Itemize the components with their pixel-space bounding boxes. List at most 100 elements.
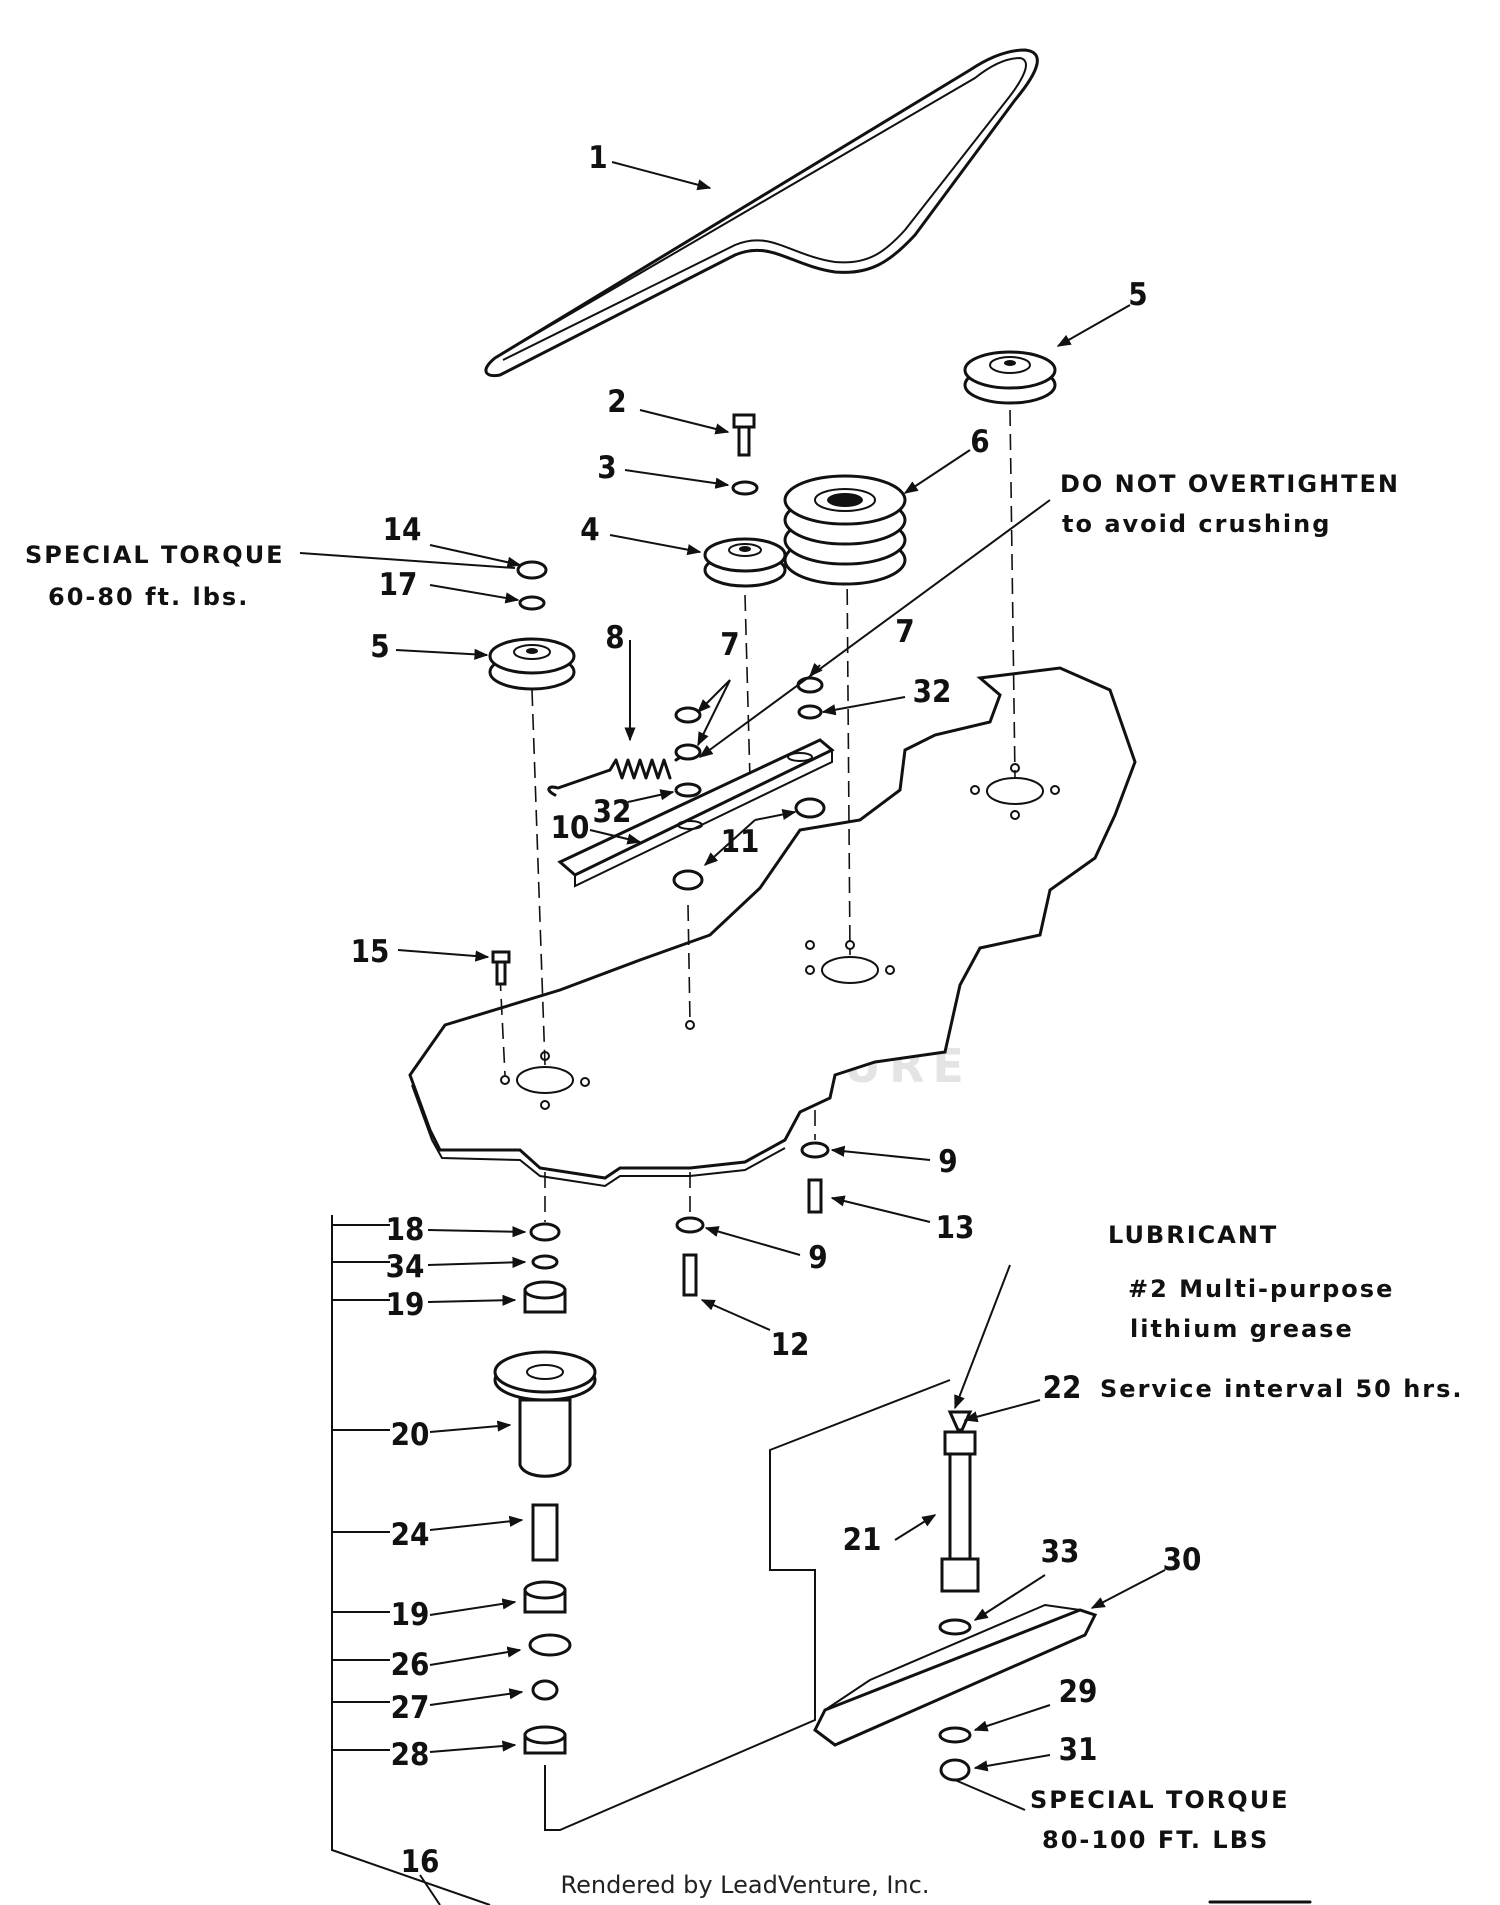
bolt-2	[732, 413, 756, 457]
washer-9-right	[800, 1141, 830, 1159]
deck-hole-bolt	[885, 965, 895, 975]
callout-label: 7	[720, 627, 739, 663]
idler-arm-edge	[574, 750, 833, 888]
callout-label: 16	[401, 1844, 440, 1880]
bracket-16	[331, 1215, 491, 1905]
svg-text:#2 Multi-purpose: #2 Multi-purpose	[1128, 1275, 1394, 1303]
washer-34	[531, 1254, 559, 1270]
callout-label: 17	[379, 567, 418, 603]
idler-arm-slot	[677, 820, 703, 830]
centerline	[846, 564, 851, 956]
seal-28	[523, 1725, 567, 1755]
pulley-left	[488, 637, 576, 691]
callout-label: 13	[936, 1210, 975, 1246]
callout-label: 2	[607, 384, 626, 420]
callout-label: 9	[938, 1144, 957, 1180]
deck-plate-edge	[411, 1084, 786, 1188]
svg-text:LUBRICANT: LUBRICANT	[1108, 1221, 1278, 1249]
note-lubricant: LUBRICANT #2 Multi-purpose lithium greas…	[1100, 1221, 1464, 1403]
washer-17	[518, 595, 546, 611]
nut-7-right	[796, 676, 824, 694]
centerline	[1009, 409, 1016, 779]
deck-hole-small	[805, 940, 815, 950]
nut-7-left	[674, 706, 702, 724]
footer-credit: Rendered by LeadVenture, Inc.	[561, 1871, 930, 1899]
callout-label: 4	[580, 512, 599, 548]
callout-label: 8	[605, 620, 624, 656]
svg-text:SPECIAL TORQUE: SPECIAL TORQUE	[25, 541, 285, 569]
washer-32-right	[797, 704, 823, 720]
callout-label: 9	[808, 1240, 827, 1276]
callout-label: 30	[1163, 1542, 1202, 1578]
bearing-19-top	[523, 1280, 567, 1314]
callout-label: 3	[597, 450, 616, 486]
bolt-15	[491, 950, 511, 986]
callout-label: 11	[721, 824, 760, 860]
callout-labels: 1 2 3 4 5 6 5 14 17 7 7 8 32 32 10 11 15…	[351, 140, 1202, 1880]
callout-label: 32	[593, 794, 632, 830]
note-torque-bottom: SPECIAL TORQUE 80-100 FT. LBS	[1030, 1786, 1290, 1854]
callout-label: 24	[391, 1517, 430, 1553]
snap-ring-26	[528, 1633, 572, 1657]
callout-label: 33	[1041, 1534, 1080, 1570]
callout-label: 32	[913, 674, 952, 710]
callout-label: 19	[386, 1287, 425, 1323]
callout-label: 12	[771, 1327, 810, 1363]
nut-7-left-b	[674, 743, 702, 761]
belt-inner	[502, 56, 1027, 361]
deck-hole-bolt	[1050, 785, 1060, 795]
spacer-27	[531, 1679, 559, 1701]
callout-label: 26	[391, 1647, 430, 1683]
spring	[547, 750, 690, 797]
callout-label: 22	[1043, 1370, 1082, 1406]
belt	[484, 48, 1039, 378]
note-torque-top: SPECIAL TORQUE 60-80 ft. lbs.	[25, 541, 285, 611]
bolt-12	[682, 1253, 698, 1297]
callout-label: 5	[1128, 277, 1147, 313]
callout-label: 14	[383, 512, 422, 548]
washer-3	[731, 480, 759, 496]
callout-label: 5	[370, 629, 389, 665]
callout-label: 20	[391, 1417, 430, 1453]
nut-14	[516, 560, 548, 580]
spacer-24	[531, 1503, 559, 1562]
deck-hole-bolt	[970, 785, 980, 795]
centerline	[499, 974, 506, 1076]
deck-hole-bolt	[500, 1075, 510, 1085]
callout-label: 31	[1059, 1732, 1098, 1768]
callout-label: 19	[391, 1597, 430, 1633]
deck-hole-center	[821, 956, 879, 984]
callout-label: 28	[391, 1737, 430, 1773]
svg-text:lithium grease: lithium grease	[1130, 1315, 1354, 1343]
svg-text:SPECIAL TORQUE: SPECIAL TORQUE	[1030, 1786, 1290, 1814]
svg-text:Service interval 50 hrs.: Service interval 50 hrs.	[1100, 1375, 1464, 1403]
centerline	[744, 594, 751, 781]
deck-plate	[408, 666, 1137, 1180]
bushing-11-right	[794, 797, 826, 819]
washer-33	[938, 1618, 972, 1636]
svg-text:80-100 FT. LBS: 80-100 FT. LBS	[1042, 1826, 1269, 1854]
deck-hole-left	[516, 1066, 574, 1094]
deck-hole-small	[685, 1020, 695, 1030]
callout-label: 29	[1059, 1674, 1098, 1710]
callout-label: 34	[386, 1249, 425, 1285]
callout-label: 1	[588, 140, 607, 176]
bearing-19-bottom	[523, 1580, 567, 1614]
leader-arrows	[299, 161, 1166, 1905]
spindle-shaft	[940, 1410, 980, 1593]
callout-label: 6	[970, 424, 989, 460]
centerline	[531, 689, 546, 1066]
blade-edge	[824, 1603, 1081, 1711]
idler-arm-slot	[787, 752, 813, 762]
svg-text:DO NOT OVERTIGHTEN: DO NOT OVERTIGHTEN	[1060, 470, 1400, 498]
assembly-link	[544, 1379, 951, 1831]
bolt-13	[807, 1178, 823, 1214]
spindle-housing	[493, 1350, 597, 1478]
washer-32-left	[674, 782, 702, 798]
pulley-double	[783, 474, 907, 586]
callout-label: 15	[351, 934, 390, 970]
bushing-11-left	[672, 869, 704, 891]
deck-hole-bolt	[1010, 810, 1020, 820]
nut-18	[529, 1222, 561, 1242]
